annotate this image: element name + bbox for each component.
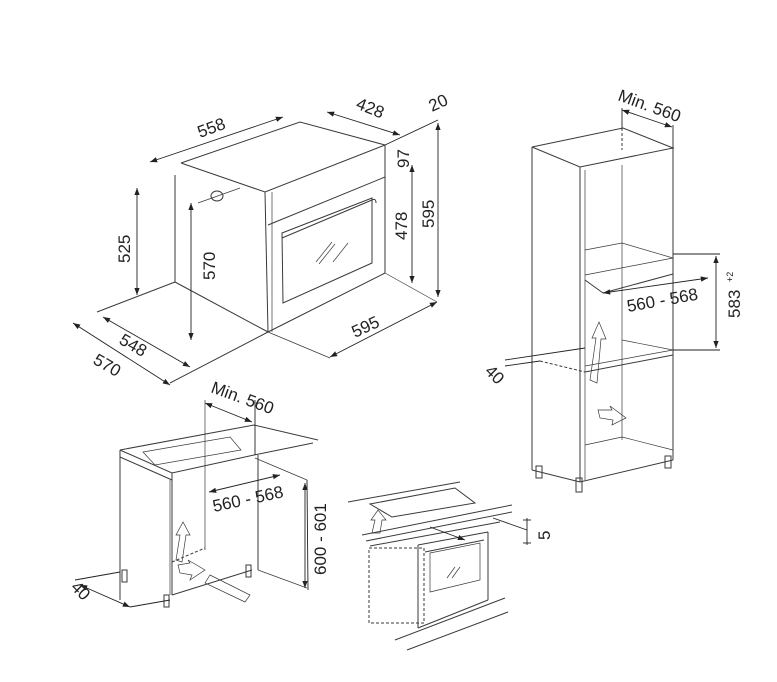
- dim-niche-depth: 548: [116, 330, 150, 361]
- dim-under-niche-height: 600 - 601: [311, 503, 330, 575]
- dim-total-height: 595: [419, 200, 438, 228]
- dim-tall-min-depth: Min. 560: [616, 86, 684, 126]
- dim-tall-niche-width: 560 - 568: [625, 285, 699, 316]
- dim-niche-depth-total: 570: [90, 350, 124, 381]
- tall-cabinet-figure: [504, 108, 720, 493]
- dim-niche-inner-height: 570: [200, 252, 219, 280]
- dim-under-niche-width: 560 - 568: [211, 482, 285, 516]
- dim-oven-depth: 428: [354, 94, 387, 122]
- dim-hob-gap: 5: [535, 531, 554, 540]
- dim-tall-niche-height-tolerance: +2: [725, 272, 735, 282]
- dim-total-width: 595: [349, 312, 383, 341]
- dim-front-thickness: 20: [426, 90, 451, 115]
- dim-tall-rear-gap: 40: [481, 361, 508, 388]
- under-counter-figure: [74, 400, 319, 608]
- dim-niche-height: 525: [115, 235, 134, 263]
- oven-figure: [72, 111, 441, 386]
- hob-combo-figure: [347, 481, 531, 651]
- dim-under-min-depth: Min. 560: [209, 378, 277, 418]
- dim-panel-height: 97: [394, 149, 413, 168]
- dim-under-rear-gap: 40: [67, 577, 94, 604]
- dim-door-height: 478: [392, 212, 411, 240]
- dim-tall-niche-height: 583: [725, 290, 744, 318]
